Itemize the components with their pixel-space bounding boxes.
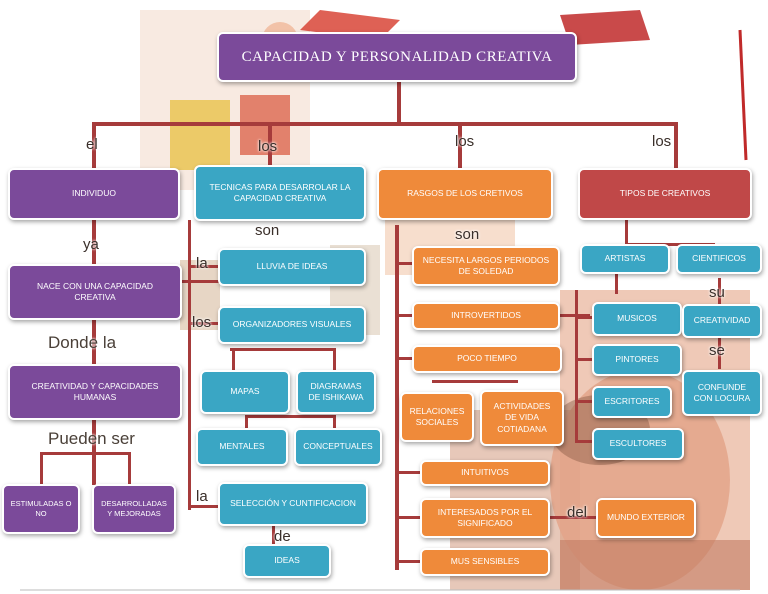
connector-line	[718, 335, 721, 369]
node-relaciones-sociales: RELACIONES SOCIALES	[400, 392, 474, 442]
node-creatividad-capacidades: CREATIVIDAD Y CAPACIDADES HUMANAS	[8, 364, 182, 420]
connector-word-su: su	[709, 284, 725, 301]
node-nace-capacidad: NACE CON UNA CAPACIDAD CREATIVA	[8, 264, 182, 320]
connector-word-los: los	[455, 133, 475, 150]
connector-line	[575, 358, 595, 361]
connector-line	[458, 122, 462, 172]
connector-word-son: son	[255, 222, 280, 239]
connector-line	[625, 217, 628, 245]
connector-line	[615, 272, 618, 294]
connector-line	[395, 314, 415, 317]
node-seleccion-cuantificacion: SELECCIÓN Y CUNTIFICACION	[218, 482, 368, 526]
connector-line	[575, 400, 595, 403]
node-rasgos: RASGOS DE LOS CRETIVOS	[377, 168, 553, 220]
node-interesados-significado: INTERESADOS POR EL SIGNIFICADO	[420, 498, 550, 538]
connector-line	[245, 415, 248, 431]
node-creatividad: CREATIVIDAD	[682, 304, 762, 338]
node-escultores: ESCULTORES	[592, 428, 684, 460]
connector-line	[625, 243, 715, 246]
node-soledad: NECESITA LARGOS PERIODOS DE SOLEDAD	[412, 246, 560, 286]
connector-line	[560, 314, 590, 317]
connector-line	[333, 415, 336, 431]
connector-line	[188, 220, 191, 510]
connector-line	[575, 290, 578, 440]
node-cientificos: CIENTIFICOS	[676, 244, 762, 274]
connector-line	[180, 280, 220, 283]
node-tipos-creativos: TIPOS DE CREATIVOS	[578, 168, 752, 220]
node-musicos: MUSICOS	[592, 302, 682, 336]
connector-word-la: la	[196, 488, 208, 505]
node-individuo: INDIVIDUO	[8, 168, 180, 220]
connector-word-pueden-ser: Pueden ser	[48, 429, 135, 448]
node-diagramas-ishikawa: DIAGRAMAS DE ISHIKAWA	[296, 370, 376, 414]
node-organizadores-visuales: ORGANIZADORES VISUALES	[218, 306, 366, 344]
connector-word-son: son	[455, 226, 480, 243]
connector-word-el: el	[86, 136, 98, 153]
node-estimuladas: ESTIMULADAS O NO	[2, 484, 80, 534]
connector-line	[92, 122, 676, 126]
node-poco-tiempo: POCO TIEMPO	[412, 345, 562, 373]
node-escritores: ESCRITORES	[592, 386, 672, 418]
connector-line	[718, 278, 721, 306]
connector-line	[333, 348, 336, 372]
connector-word-los: los	[192, 314, 212, 331]
connector-word-se: se	[709, 342, 725, 359]
connector-word-la: la	[196, 255, 208, 272]
connector-line	[230, 348, 335, 351]
connector-word-los: los	[258, 138, 278, 155]
node-mentales: MENTALES	[196, 428, 288, 466]
node-conceptuales: CONCEPTUALES	[294, 428, 382, 466]
connector-line	[395, 357, 415, 360]
node-pintores: PINTORES	[592, 344, 682, 376]
connector-line	[395, 471, 420, 474]
connector-line	[40, 452, 130, 455]
node-actividades-vida: ACTIVIDADES DE VIDA COTIADANA	[480, 390, 564, 446]
connector-line	[395, 560, 420, 563]
connector-line	[92, 220, 96, 485]
node-desarrolladas: DESARROLLADAS Y MEJORADAS	[92, 484, 176, 534]
node-intuitivos: INTUITIVOS	[420, 460, 550, 486]
connector-line	[272, 526, 275, 546]
connector-line	[188, 322, 220, 325]
node-confunde-locura: CONFUNDE CON LOCURA	[682, 370, 762, 416]
connector-line	[92, 122, 96, 172]
connector-line	[575, 440, 595, 443]
connector-word-de: de	[274, 528, 291, 545]
connector-line	[128, 452, 131, 487]
connector-line	[545, 516, 597, 519]
connector-word-del: del	[567, 504, 588, 521]
connector-line	[575, 316, 595, 319]
main-title-node: CAPACIDAD Y PERSONALIDAD CREATIVA	[217, 32, 577, 82]
connector-line	[395, 225, 399, 570]
connector-word-los: los	[652, 133, 672, 150]
connector-line	[395, 516, 420, 519]
node-introvertidos: INTROVERTIDOS	[412, 302, 560, 330]
connector-line	[232, 348, 235, 372]
connector-line	[188, 265, 220, 268]
connector-line	[188, 505, 220, 508]
node-ideas: IDEAS	[243, 544, 331, 578]
connector-line	[40, 452, 43, 487]
node-mundo-exterior: MUNDO EXTERIOR	[596, 498, 696, 538]
node-artistas: ARTISTAS	[580, 244, 670, 274]
node-lluvia-ideas: LLUVIA DE IDEAS	[218, 248, 366, 286]
connector-line	[397, 80, 401, 125]
node-mus-sensibles: MUS SENSIBLES	[420, 548, 550, 576]
connector-line	[268, 122, 272, 172]
node-mapas: MAPAS	[200, 370, 290, 414]
connector-line	[245, 415, 335, 418]
connector-word-ya: ya	[83, 236, 99, 253]
connector-line	[674, 122, 678, 172]
connector-word-donde-la: Donde la	[48, 333, 117, 352]
node-tecnicas: TECNICAS PARA DESARROLAR LA CAPACIDAD CR…	[194, 165, 366, 221]
connector-line	[395, 262, 415, 265]
connector-line	[432, 380, 518, 383]
